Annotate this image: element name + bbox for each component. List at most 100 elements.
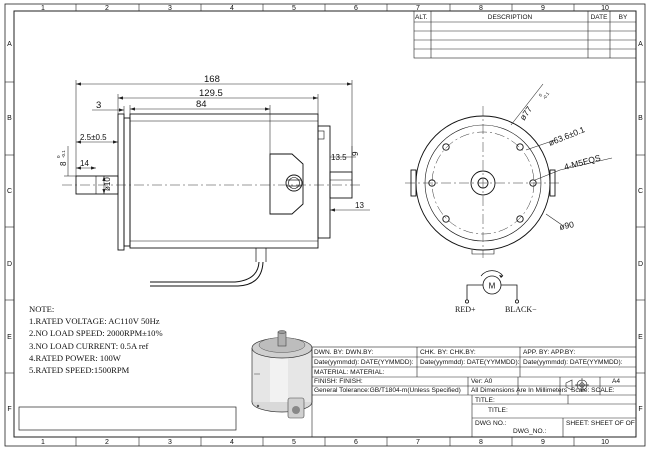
note-item: 3.NO LOAD CURRENT: 0.5A ref <box>29 340 149 351</box>
col-label: 8 <box>479 439 483 446</box>
dim-rear-width: 9 <box>351 151 360 156</box>
col-label: 3 <box>168 439 172 446</box>
dim-rear-height: 13.5 <box>331 153 347 162</box>
col-label: 4 <box>230 439 234 446</box>
tb-date-checked: Date(yymmdd): DATE(YYMMDD): <box>420 359 520 366</box>
red-lead-label: RED+ <box>455 305 476 314</box>
dim-step: 3 <box>96 100 101 111</box>
rev-by: BY <box>619 14 628 21</box>
dim-rear-length: 13 <box>355 201 364 210</box>
note-item: 1.RATED VOLTAGE: AC110V 50Hz <box>29 316 160 327</box>
row-label: E <box>7 334 12 341</box>
col-label: 6 <box>354 439 358 446</box>
projection-symbol-icon <box>565 378 589 392</box>
dim-mounting-holes: 4-M5EQS <box>563 153 602 172</box>
dim-shaft-length: 14 <box>80 159 89 168</box>
tb-date-approved: Date(yymmdd): DATE(YYMMDD): <box>523 359 623 366</box>
dim-shaft-height: 8 <box>59 161 68 166</box>
dim-flange-outer-tol: 0-0.1 <box>538 88 551 100</box>
col-label: 10 <box>601 5 609 12</box>
tb-finish: FINISH: FINISH: <box>314 378 363 385</box>
wiring-labels: M RED+ BLACK− <box>455 282 537 315</box>
note-item: 2.NO LOAD SPEED: 2000RPM±10% <box>29 328 163 339</box>
row-label: E <box>638 334 643 341</box>
col-label: 7 <box>416 439 420 446</box>
col-label: 9 <box>541 5 545 12</box>
row-label: C <box>638 188 643 195</box>
col-label: 1 <box>41 5 45 12</box>
title-block <box>311 346 637 438</box>
side-dimensions <box>64 80 370 214</box>
rev-description: DESCRIPTION <box>488 14 533 21</box>
dim-overall-length: 168 <box>204 74 220 85</box>
tb-units: All Dimensions Are In Millimeters <box>471 387 568 394</box>
tb-title-value: TITLE: <box>488 407 508 414</box>
notes-box <box>18 406 237 431</box>
row-label: A <box>7 41 12 48</box>
row-label: A <box>638 41 643 48</box>
tb-dwg-no-label: DWG NO.: <box>475 420 507 427</box>
col-label: 2 <box>105 439 109 446</box>
col-label: 7 <box>416 5 420 12</box>
dim-body-diameter: ø90 <box>558 219 575 232</box>
grid-labels: 1 2 3 4 5 6 7 8 9 10 1 2 3 4 5 6 7 8 9 1… <box>7 5 643 446</box>
black-lead-label: BLACK− <box>505 305 537 314</box>
col-label: 8 <box>479 5 483 12</box>
tb-version: Ver: A0 <box>471 378 493 385</box>
dim-body-length: 129.5 <box>199 88 223 99</box>
dim-shaft-diameter: ø10 <box>103 177 112 191</box>
grid-column-ticks <box>5 4 645 446</box>
row-label: D <box>638 261 643 268</box>
dimension-arrows <box>76 82 352 212</box>
dim-shaft-height-tol: 0-0.1 <box>56 150 66 158</box>
tb-general-tolerance: General Tolerance:GB/T1804-m(Unless Spec… <box>314 387 461 394</box>
side-view <box>75 113 353 287</box>
col-label: 5 <box>292 439 296 446</box>
motor-symbol-label: M <box>489 282 496 291</box>
notes-title: NOTE: <box>29 304 55 314</box>
front-dimensions <box>510 83 613 226</box>
col-label: 1 <box>41 439 45 446</box>
col-label: 4 <box>230 5 234 12</box>
revision-header: ALT. DESCRIPTION DATE BY <box>415 14 628 21</box>
row-label: B <box>7 115 12 122</box>
row-label: F <box>7 406 11 413</box>
tb-dwg-no-value: DWG_NO.: <box>513 428 547 435</box>
tb-paper-size: A4 <box>612 378 621 385</box>
dim-flange-outer: ø77 <box>517 104 534 122</box>
tb-date-drawn: Date(yymmdd): DATE(YYMMDD): <box>314 359 414 366</box>
col-label: 9 <box>541 439 545 446</box>
dim-pilot-length: 2.5±0.5 <box>80 133 107 142</box>
note-item: 4.RATED POWER: 100W <box>29 352 121 363</box>
tb-material: MATERIAL: MATERIAL: <box>314 369 385 376</box>
motor-illustration <box>251 330 313 419</box>
row-label: C <box>7 188 12 195</box>
notes: NOTE: 1.RATED VOLTAGE: AC110V 50Hz 2.NO … <box>29 303 229 376</box>
row-label: F <box>638 406 642 413</box>
col-label: 10 <box>601 439 609 446</box>
tb-scale: Scale: SCALE: <box>571 387 615 394</box>
col-label: 5 <box>292 5 296 12</box>
tb-drawn-by: DWN. BY: DWN.BY: <box>314 349 374 356</box>
tb-title-label: TITLE: <box>475 397 495 404</box>
row-label: D <box>7 261 12 268</box>
revision-table <box>413 10 637 59</box>
col-label: 3 <box>168 5 172 12</box>
col-label: 6 <box>354 5 358 12</box>
wiring-diagram <box>464 270 520 304</box>
col-label: 2 <box>105 5 109 12</box>
dim-bolt-circle: ø63.6±0.1 <box>547 124 586 148</box>
note-item: 5.RATED SPEED:1500RPM <box>29 365 130 376</box>
front-dimension-labels: ø77 0-0.1 ø63.6±0.1 4-M5EQS ø90 <box>517 88 602 232</box>
side-dimension-labels: 168 129.5 84 3 2.5±0.5 14 ø10 8 0-0.1 13… <box>56 74 364 210</box>
tb-sheet: SHEET: SHEET OF OF <box>566 420 635 427</box>
rev-date: DATE <box>591 14 609 21</box>
dim-can-length: 84 <box>196 99 207 110</box>
tb-approved-by: APP. BY: APP.BY: <box>523 349 576 356</box>
tb-checked-by: CHK. BY: CHK.BY: <box>420 349 476 356</box>
front-centerlines <box>405 106 562 258</box>
rev-alt: ALT. <box>415 14 428 21</box>
row-label: B <box>638 115 643 122</box>
